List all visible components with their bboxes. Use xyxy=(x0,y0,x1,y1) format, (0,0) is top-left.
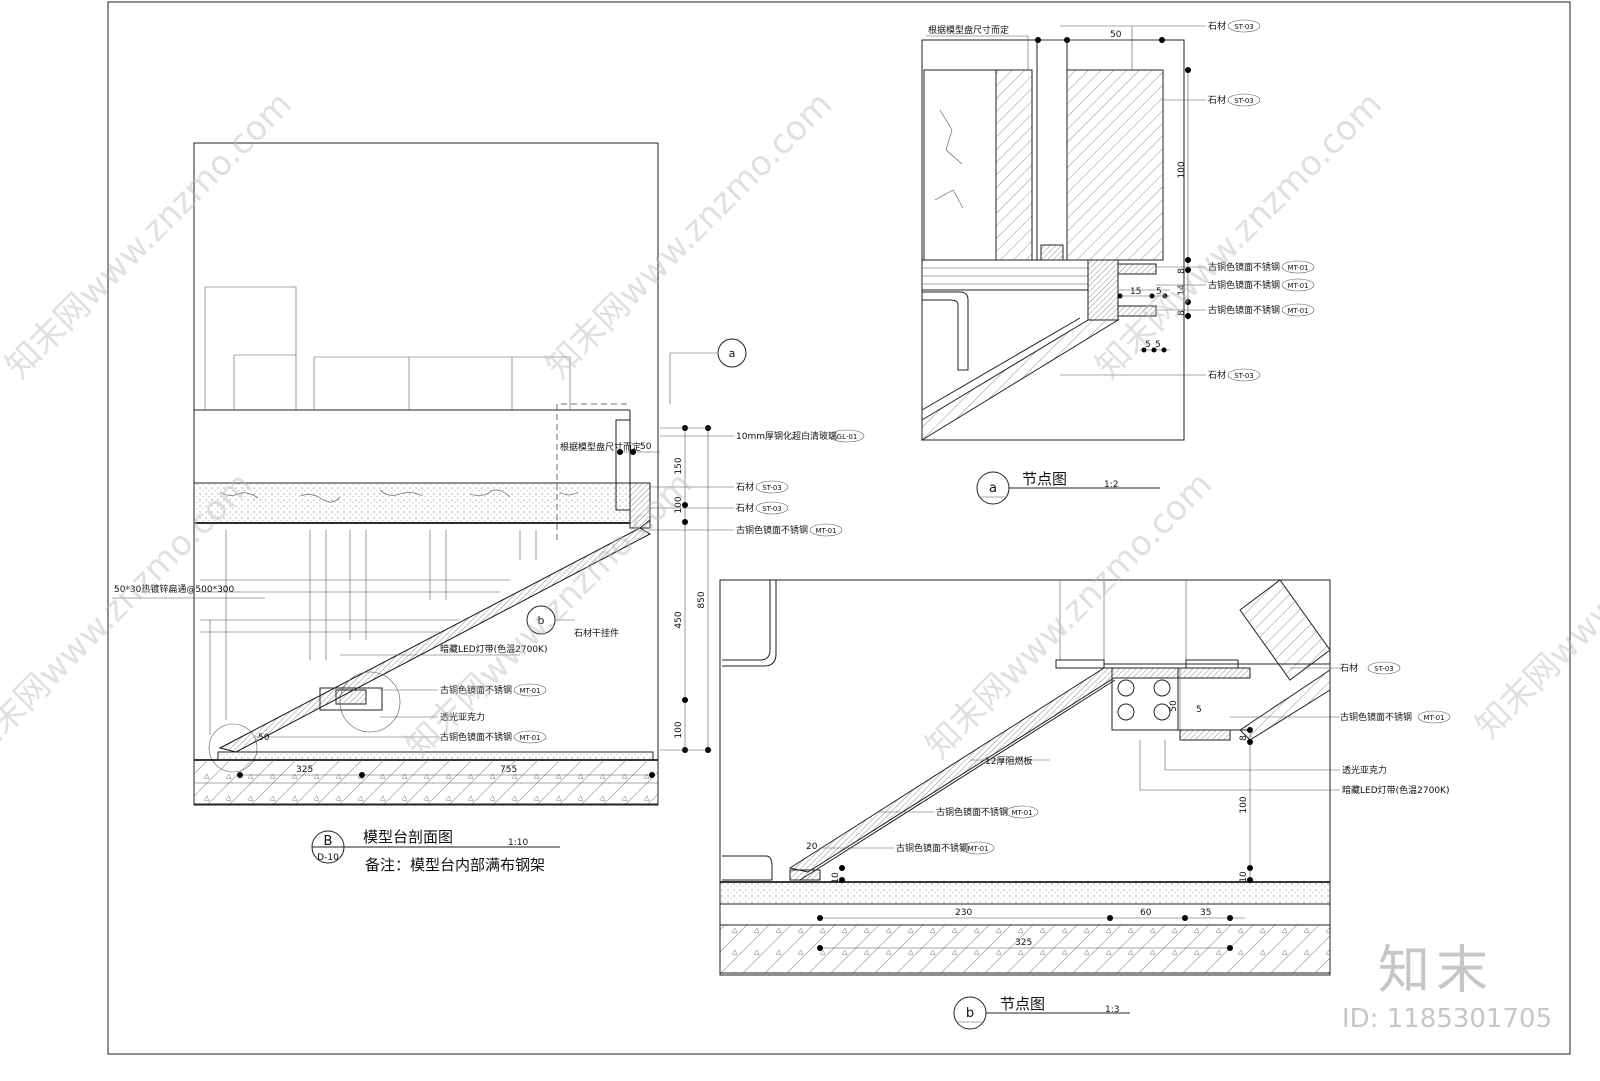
section-b-title: 模型台剖面图 xyxy=(363,828,453,846)
label-steel-frame: 50*30热镀锌扁通@500*300 xyxy=(114,583,235,595)
section-b-ref-sheet: D-10 xyxy=(317,853,339,863)
section-b-note: 备注：模型台内部满布钢架 xyxy=(365,856,545,874)
watermark-url-7: 知末网www.znzmo.com xyxy=(1468,444,1600,746)
tag-steel-1: MT-01 xyxy=(815,527,836,535)
node-a-dim-8b: 8 xyxy=(1177,310,1187,316)
node-a-label-steel-1: 古铜色镜面不锈钢 xyxy=(1208,261,1280,273)
node-a-dim-14: 14 xyxy=(1177,284,1187,296)
watermark-brand: 知末 xyxy=(1378,941,1495,1001)
node-a-dim-100: 100 xyxy=(1177,161,1187,178)
node-a-tag-steel-1: MT-01 xyxy=(1287,264,1308,272)
dim-50-b: 50 xyxy=(258,733,270,743)
section-b-ref-letter: B xyxy=(324,834,333,849)
node-a-ref-letter: a xyxy=(989,481,997,496)
label-led: 暗藏LED灯带(色温2700K) xyxy=(440,643,547,655)
label-stone-1: 石材 xyxy=(736,481,754,493)
tag-stone-2: ST-03 xyxy=(762,505,782,513)
node-a-detail: 50 根据模型盘尺寸而定 石材 ST-03 石材 ST-03 100 8 14 … xyxy=(921,19,1315,505)
tag-stone-1: ST-03 xyxy=(762,484,782,492)
section-b-main: a b 150 100 850 450 100 50 根据模型盘尺寸而定 325… xyxy=(112,142,865,874)
node-a-title: 节点图 xyxy=(1022,470,1067,488)
node-b-tag-stone: ST-03 xyxy=(1374,665,1394,673)
node-a-label-stone-top: 石材 xyxy=(1208,20,1226,32)
node-a-dim-8a: 8 xyxy=(1177,268,1187,274)
dim-100-a: 100 xyxy=(674,496,684,513)
label-diffuser: 透光亚克力 xyxy=(440,711,485,723)
dim-325: 325 xyxy=(296,765,313,775)
dim-150: 150 xyxy=(674,457,684,474)
node-a-tag-steel-3: MT-01 xyxy=(1287,307,1308,315)
node-b-label-led: 暗藏LED灯带(色温2700K) xyxy=(1342,784,1449,796)
node-a-tag-stone-top: ST-03 xyxy=(1234,23,1254,31)
node-a-dim-5b: 5 xyxy=(1145,340,1151,350)
label-steel-3: 古铜色镜面不锈钢 xyxy=(440,731,512,743)
node-b-title: 节点图 xyxy=(1000,995,1045,1013)
node-a-model-note: 根据模型盘尺寸而定 xyxy=(928,24,1009,36)
watermark-url-1: 知末网www.znzmo.com xyxy=(0,84,300,386)
node-a-tag-stone-bot: ST-03 xyxy=(1234,372,1254,380)
node-b-dim-35: 35 xyxy=(1200,908,1211,918)
watermark-url-6: 知末网www.znzmo.com xyxy=(918,464,1220,766)
callout-b-marker: b xyxy=(538,614,545,627)
watermark-id: ID: 1185301705 xyxy=(1342,1004,1553,1034)
tag-steel-2: MT-01 xyxy=(519,687,540,695)
node-b-dim-5: 5 xyxy=(1196,705,1202,715)
node-a-tag-stone-mid: ST-03 xyxy=(1234,97,1254,105)
label-stone-hanger: 石材干挂件 xyxy=(574,627,619,639)
node-a-dim-5a: 5 xyxy=(1156,287,1162,297)
node-a-label-steel-3: 古铜色镜面不锈钢 xyxy=(1208,304,1280,316)
node-b-label-stone: 石材 xyxy=(1340,662,1358,674)
node-a-label-steel-2: 古铜色镜面不锈钢 xyxy=(1208,279,1280,291)
url-watermarks: 知末网www.znzmo.com 知末网www.znzmo.com 知末网www… xyxy=(0,84,1600,766)
tag-glass: GL-01 xyxy=(837,433,858,441)
node-b-label-steel-1: 古铜色镜面不锈钢 xyxy=(1340,711,1412,723)
label-steel-2: 古铜色镜面不锈钢 xyxy=(440,684,512,696)
node-b-tag-steel-3: MT-01 xyxy=(967,845,988,853)
node-b-dim-60: 60 xyxy=(1140,908,1152,918)
node-b-dim-8: 8 xyxy=(1239,735,1249,741)
node-b-label-diffuser: 透光亚克力 xyxy=(1342,764,1387,776)
node-a-dim-50: 50 xyxy=(1110,30,1122,40)
node-a-dim-15: 15 xyxy=(1130,287,1141,297)
node-b-tag-steel-1: MT-01 xyxy=(1423,714,1444,722)
node-b-dim-10-b: 10 xyxy=(1239,871,1249,883)
dim-755: 755 xyxy=(500,765,517,775)
sheet-border xyxy=(107,1,1571,1055)
node-a-dim-5c: 5 xyxy=(1155,340,1161,350)
node-b-label-steel-3: 古铜色镜面不锈钢 xyxy=(896,842,968,854)
label-glass: 10mm厚钢化超白清玻璃 xyxy=(736,430,837,442)
node-a-label-stone-bot: 石材 xyxy=(1208,369,1226,381)
callout-a-marker: a xyxy=(729,347,736,360)
dim-450: 450 xyxy=(674,611,684,628)
label-stone-2: 石材 xyxy=(736,502,754,514)
node-b-dim-325: 325 xyxy=(1015,938,1032,948)
node-b-dim-230: 230 xyxy=(955,908,972,918)
node-b-dim-20: 20 xyxy=(806,842,818,852)
dim-850: 850 xyxy=(697,591,707,608)
node-b-tag-steel-2: MT-01 xyxy=(1011,809,1032,817)
node-b-dim-10-a: 10 xyxy=(831,872,841,884)
node-b-label-board: 12厚阻燃板 xyxy=(985,755,1032,767)
node-b-detail: 石材 ST-03 古铜色镜面不锈钢 MT-01 12厚阻燃板 透光亚克力 暗藏L… xyxy=(719,579,1451,1030)
watermark-url-4: 知末网www.znzmo.com xyxy=(0,464,260,766)
node-a-label-stone-mid: 石材 xyxy=(1208,94,1226,106)
node-b-ref-letter: b xyxy=(966,1006,974,1021)
dim-50: 50 xyxy=(640,442,652,452)
tag-steel-3: MT-01 xyxy=(519,734,540,742)
watermark-url-2: 知末网www.znzmo.com xyxy=(538,84,840,386)
node-b-dim-50: 50 xyxy=(1169,700,1179,712)
label-steel-1: 古铜色镜面不锈钢 xyxy=(736,524,808,536)
section-b-scale: 1:10 xyxy=(508,838,528,848)
node-b-scale: 1:3 xyxy=(1105,1005,1119,1015)
node-a-tag-steel-2: MT-01 xyxy=(1287,282,1308,290)
dim-100-b: 100 xyxy=(674,721,684,738)
node-b-dim-100: 100 xyxy=(1239,796,1249,813)
node-a-scale: 1:2 xyxy=(1104,480,1118,490)
model-size-note: 根据模型盘尺寸而定 xyxy=(560,441,641,453)
node-b-label-steel-2: 古铜色镜面不锈钢 xyxy=(936,806,1008,818)
